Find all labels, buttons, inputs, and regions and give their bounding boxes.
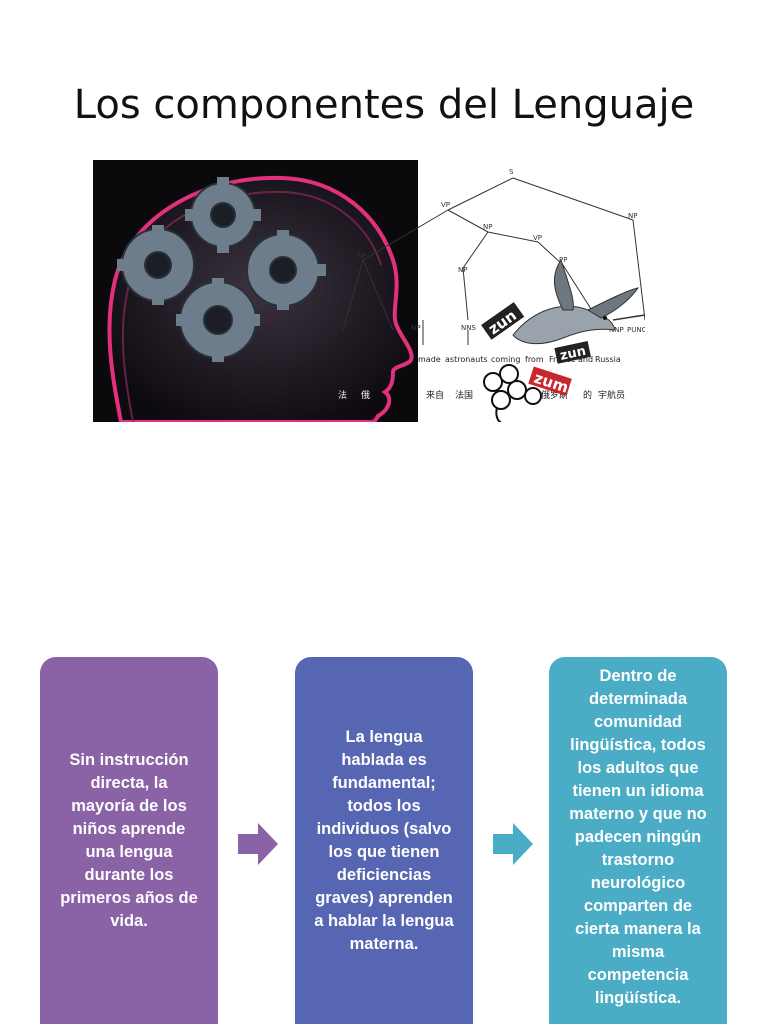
tree-node: NNP [609, 326, 624, 334]
arrow-right-icon [493, 823, 533, 865]
chinese-word: 俄 [361, 389, 370, 401]
sentence-word: and [578, 355, 593, 364]
tree-node: NNS [461, 324, 476, 332]
tree-node: VP [533, 234, 542, 242]
sentence-word: astronauts [445, 355, 488, 364]
illustration: S VP NP VP PP NP NP NP NP NNS NNP PUNC m… [93, 160, 645, 422]
sentence-word: coming [491, 355, 520, 364]
chinese-word: 的 [583, 389, 592, 401]
parse-tree [342, 177, 645, 345]
info-box-text: Dentro de determinada comunidad lingüíst… [569, 667, 707, 1007]
tree-node: NP [628, 212, 637, 220]
slide-title: Los componentes del Lenguaje [73, 82, 695, 128]
tree-node: NP [357, 252, 366, 260]
tree-node: VP [441, 201, 450, 209]
chinese-word: 法 [338, 389, 347, 401]
chinese-word: 来自 [426, 389, 444, 401]
sentence-word: Russia [595, 355, 621, 364]
sentence-word: made [418, 355, 441, 364]
arrow-right-icon [238, 823, 278, 865]
info-box-text: Sin instrucción directa, la mayoría de l… [60, 750, 198, 930]
flower-icon [483, 364, 542, 422]
info-box-3: Dentro de determinada comunidad lingüíst… [549, 657, 727, 1024]
tree-node: NP [458, 266, 467, 274]
chinese-word: 法国 [455, 389, 473, 401]
hummingbird-icon [512, 258, 645, 345]
info-box-1: Sin instrucción directa, la mayoría de l… [40, 657, 218, 1024]
tree-node: NP [411, 324, 420, 332]
gear-icon [121, 182, 320, 359]
chinese-word: 宇航员 [598, 389, 625, 401]
tree-node: PUNC [627, 326, 645, 334]
info-box-text: La lengua hablada es fundamental; todos … [314, 727, 454, 953]
tree-node: PP [559, 256, 567, 264]
tree-node: S [509, 168, 514, 176]
sticker-text: zun [559, 344, 588, 364]
brain-gears-parse-tree-image: S VP NP VP PP NP NP NP NP NNS NNP PUNC m… [93, 160, 645, 422]
sentence-word: from [525, 355, 544, 364]
tree-node: NP [483, 223, 492, 231]
info-box-2: La lengua hablada es fundamental; todos … [295, 657, 473, 1024]
